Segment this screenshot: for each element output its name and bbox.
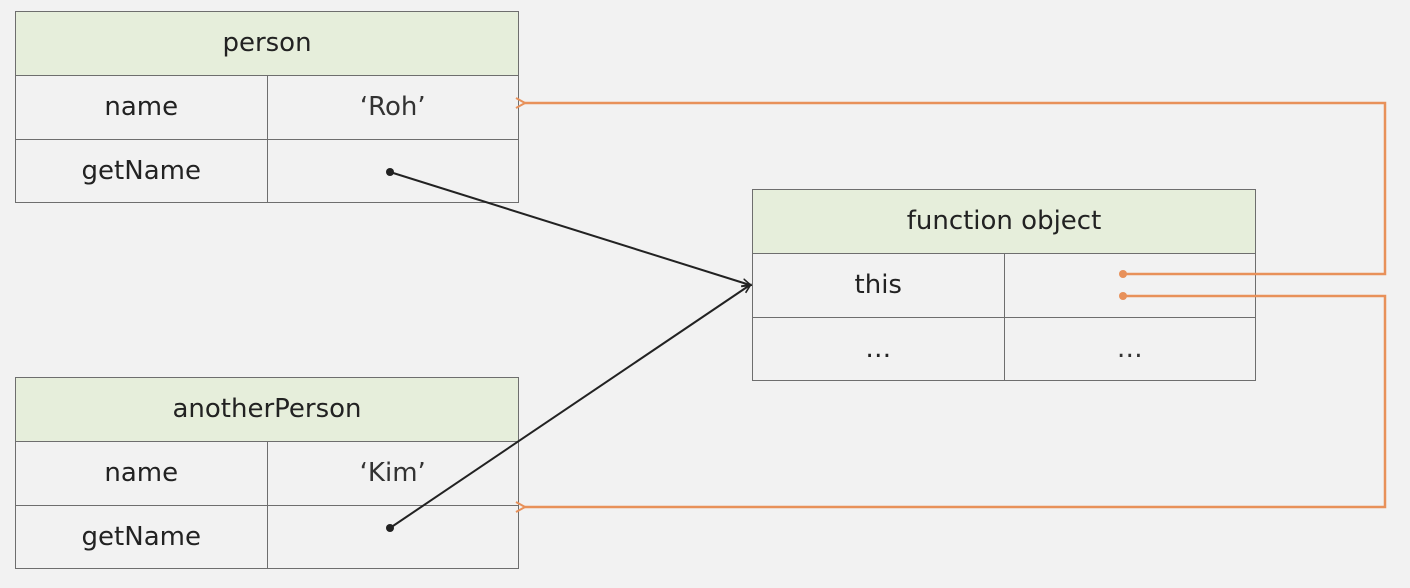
another-person-getname-row: getName xyxy=(16,505,518,569)
person-name-value: ‘Roh’ xyxy=(359,92,426,122)
another-person-name-key: name xyxy=(16,442,268,505)
another-person-name-value: ‘Kim’ xyxy=(359,458,426,488)
function-object-header: function object xyxy=(753,190,1255,254)
person-header: person xyxy=(16,12,518,76)
another-getname-arrow xyxy=(389,285,750,529)
function-ellipsis-key: … xyxy=(753,318,1005,381)
function-this-key: this xyxy=(753,254,1005,317)
person-object-box: person name ‘Roh’ getName xyxy=(15,11,519,203)
this-to-person-arrow xyxy=(524,103,1387,276)
function-ellipsis-row: … … xyxy=(753,317,1255,381)
person-name-key: name xyxy=(16,76,268,139)
another-person-header: anotherPerson xyxy=(16,378,518,442)
person-name-row: name ‘Roh’ xyxy=(16,76,518,139)
another-person-getname-key: getName xyxy=(16,506,268,569)
function-object-box: function object this … … xyxy=(752,189,1256,381)
person-getname-key: getName xyxy=(16,140,268,203)
function-this-row: this xyxy=(753,254,1255,317)
function-ellipsis-value: … xyxy=(1116,334,1143,364)
another-person-object-box: anotherPerson name ‘Kim’ getName xyxy=(15,377,519,569)
another-person-name-row: name ‘Kim’ xyxy=(16,442,518,505)
person-getname-arrow xyxy=(389,171,750,285)
person-getname-row: getName xyxy=(16,139,518,203)
this-to-another-person-arrow xyxy=(524,294,1387,507)
